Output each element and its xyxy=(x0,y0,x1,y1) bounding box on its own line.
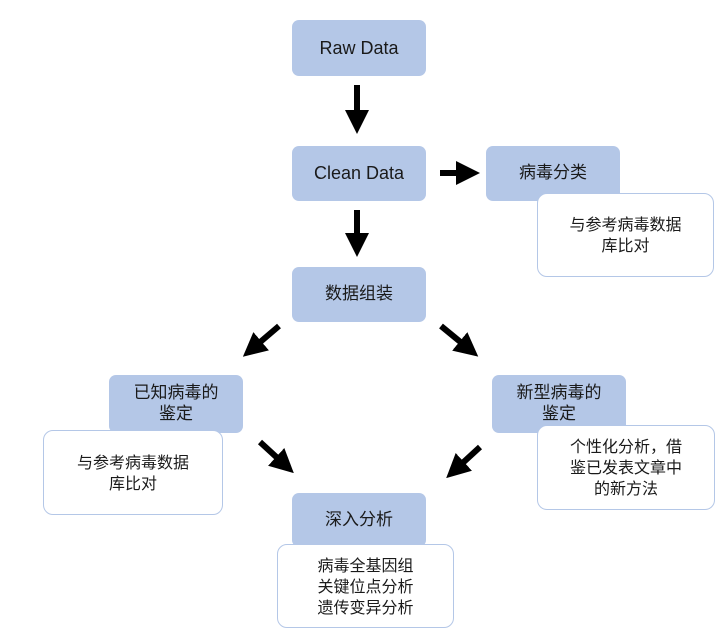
note-deep-analysis: 病毒全基因组 关键位点分析 遗传变异分析 xyxy=(277,544,454,628)
node-raw-data: Raw Data xyxy=(292,20,426,76)
note-deep-analysis-text: 病毒全基因组 关键位点分析 遗传变异分析 xyxy=(317,555,414,617)
node-virus-classification-label: 病毒分类 xyxy=(519,163,587,183)
arrow-novel-to-deep xyxy=(446,444,483,479)
node-novel-virus-label: 新型病毒的 鉴定 xyxy=(516,383,602,424)
node-clean-data-label: Clean Data xyxy=(313,163,405,183)
node-raw-data-label: Raw Data xyxy=(319,37,399,58)
note-known-virus-text: 与参考病毒数据 库比对 xyxy=(76,452,189,493)
node-deep-analysis: 深入分析 xyxy=(292,493,426,547)
arrow-assembly-to-known xyxy=(242,323,281,357)
arrow-assembly-to-novel xyxy=(439,323,479,357)
node-clean-data: Clean Data xyxy=(292,146,426,201)
node-data-assembly: 数据组装 xyxy=(292,267,426,322)
note-novel-virus: 个性化分析，借 鉴已发表文章中 的新方法 xyxy=(537,425,715,510)
node-known-virus-label: 已知病毒的 鉴定 xyxy=(133,383,219,424)
note-classification: 与参考病毒数据 库比对 xyxy=(537,193,714,277)
node-virus-classification: 病毒分类 xyxy=(486,146,620,201)
note-novel-virus-text: 个性化分析，借 鉴已发表文章中 的新方法 xyxy=(569,437,682,498)
node-known-virus: 已知病毒的 鉴定 xyxy=(109,375,243,433)
node-deep-analysis-label: 深入分析 xyxy=(325,509,393,530)
note-known-virus: 与参考病毒数据 库比对 xyxy=(43,430,223,515)
node-data-assembly-label: 数据组装 xyxy=(325,284,393,304)
node-novel-virus: 新型病毒的 鉴定 xyxy=(492,375,626,433)
note-classification-text: 与参考病毒数据 库比对 xyxy=(569,215,682,255)
arrow-known-to-deep xyxy=(257,439,294,474)
